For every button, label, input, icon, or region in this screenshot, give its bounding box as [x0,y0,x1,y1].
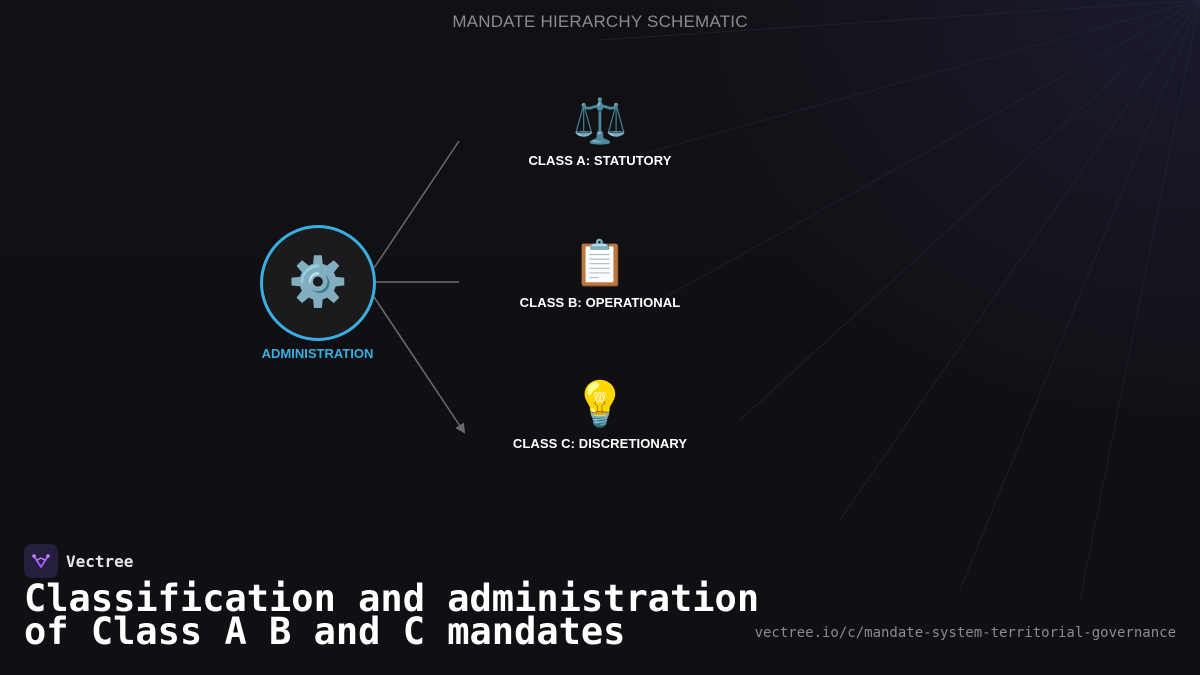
scales-icon: ⚖️ [572,97,628,146]
diagram-title: MANDATE HIERARCHY SCHEMATIC [452,12,748,31]
headline-line-1: Classification and administration [24,577,760,620]
lightbulb-icon: 💡 [572,380,628,429]
class-b-label: CLASS B: OPERATIONAL [519,295,681,310]
class-a-node: ⚖️ CLASS A: STATUTORY [490,96,710,168]
connector-class-a [373,140,460,269]
headline-line-2: of Class A B and C mandates [24,610,626,653]
class-c-label: CLASS C: DISCRETIONARY [512,436,688,451]
brand: Vectree [24,544,133,578]
headline: Classification and administration of Cla… [24,580,764,650]
source-url: vectree.io/c/mandate-system-territorial-… [754,625,1176,641]
class-c-node: 💡 CLASS C: DISCRETIONARY [490,379,710,451]
connector-class-c [373,296,466,434]
administration-node: ⚙️ [260,225,376,341]
administration-label: ADMINISTRATION [261,346,374,361]
vectree-logo-icon [24,544,58,578]
clipboard-icon: 📋 [572,239,628,288]
brand-name: Vectree [66,551,134,571]
gear-icon: ⚙️ [288,256,348,309]
class-b-node: 📋 CLASS B: OPERATIONAL [490,238,710,310]
class-a-label: CLASS A: STATUTORY [528,153,672,168]
